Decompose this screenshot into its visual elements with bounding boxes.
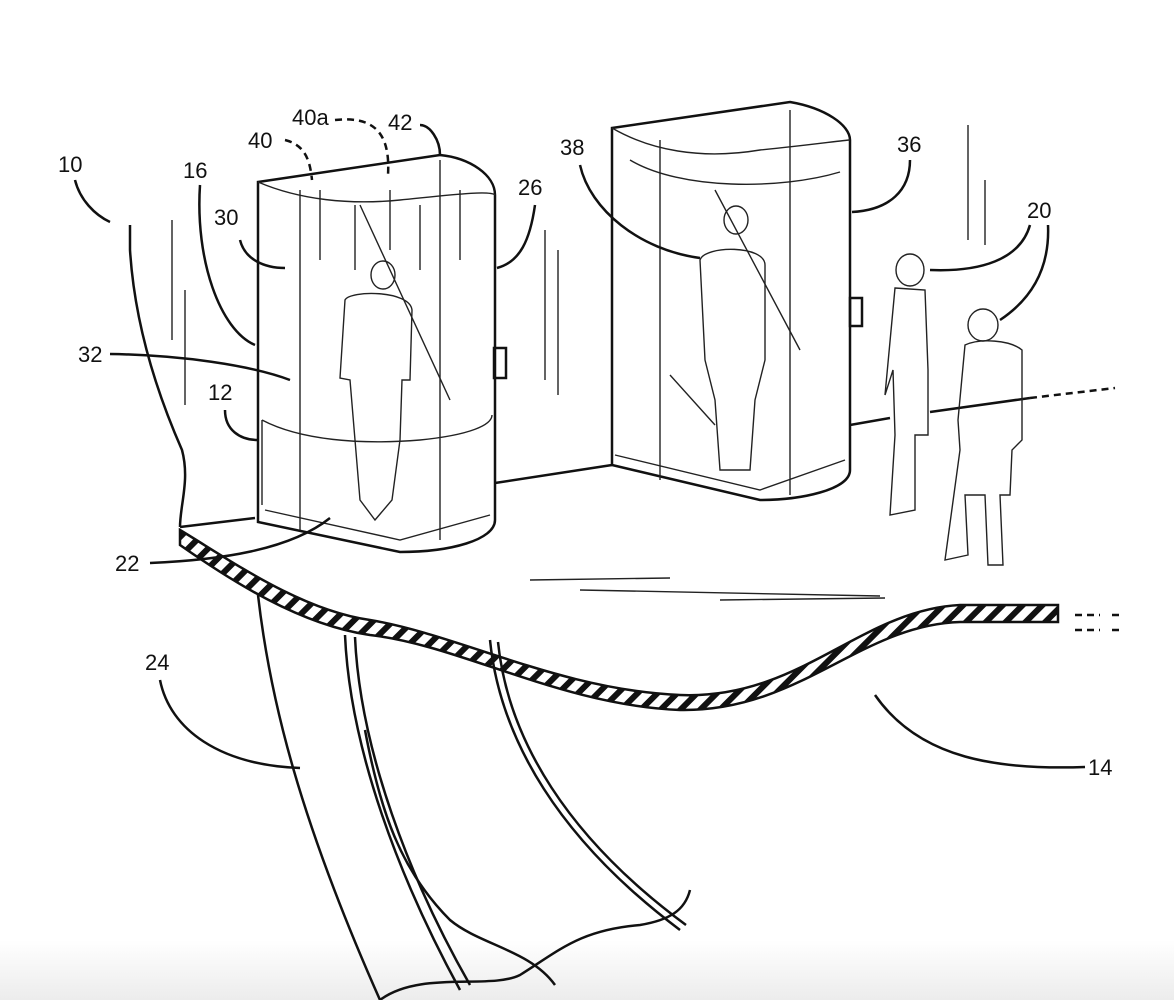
label-40a: 40a [292, 105, 329, 130]
label-10: 10 [58, 152, 82, 177]
label-12: 12 [208, 380, 232, 405]
label-30: 30 [214, 205, 238, 230]
label-26: 26 [518, 175, 542, 200]
platform-band [178, 527, 1060, 712]
booth-2 [610, 100, 864, 502]
platform-continuation [1075, 613, 1122, 632]
slides [256, 594, 692, 1000]
motion-lines [171, 125, 986, 601]
label-14: 14 [1088, 755, 1112, 780]
floor-line-dashed [1029, 386, 1116, 400]
floor-line [179, 396, 1031, 529]
label-24: 24 [145, 650, 169, 675]
label-16: 16 [183, 158, 207, 183]
label-32: 32 [78, 342, 102, 367]
label-42: 42 [388, 110, 412, 135]
leader-lines [73, 118, 1086, 770]
label-36: 36 [897, 132, 921, 157]
back-wall-edge [128, 225, 187, 528]
label-38: 38 [560, 135, 584, 160]
label-20: 20 [1027, 198, 1051, 223]
label-22: 22 [115, 551, 139, 576]
label-40: 40 [248, 128, 272, 153]
guests-figures [884, 253, 1023, 566]
booth-1 [256, 153, 508, 554]
